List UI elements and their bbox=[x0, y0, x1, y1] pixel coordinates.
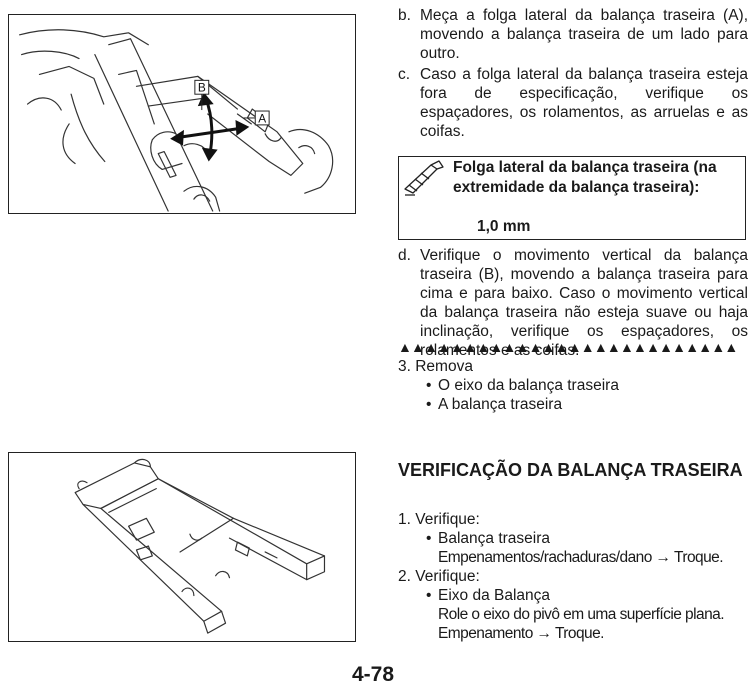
step-d: d.Verifique o movimento vertical da bala… bbox=[398, 247, 748, 359]
spec-box: Folga lateral da balança traseira (na ex… bbox=[398, 156, 746, 240]
swingarm-figure bbox=[8, 452, 356, 642]
steps-top: b.Meça a folga lateral da balança trasei… bbox=[398, 6, 748, 141]
check-2-label: 2. Verifique: bbox=[398, 568, 480, 585]
section-title: VERIFICAÇÃO DA BALANÇA TRASEIRA bbox=[398, 460, 743, 480]
check-1-item: Balança traseira bbox=[398, 529, 748, 548]
swingarm-illustration bbox=[74, 458, 326, 634]
swingarm-play-figure: B A bbox=[8, 14, 356, 214]
caliper-gauge-icon bbox=[404, 160, 444, 196]
remove-item: O eixo da balança traseira bbox=[398, 376, 748, 395]
swingarm-play-illustration: B A bbox=[19, 29, 334, 212]
check-2-detail: Empenamento → Troque. bbox=[438, 625, 604, 642]
end-marker: ▲▲▲▲▲▲▲▲▲▲▲▲▲▲▲▲▲▲▲▲▲▲▲▲▲▲ bbox=[398, 339, 738, 355]
callout-b: B bbox=[198, 81, 206, 95]
remove-list: 3. Remova O eixo da balança traseira A b… bbox=[398, 357, 748, 414]
check-1-detail: Empenamentos/rachaduras/dano → Troque. bbox=[438, 549, 724, 566]
check-2-detail: Role o eixo do pivô em uma superfície pl… bbox=[438, 606, 725, 623]
step-c: c.Caso a folga lateral da balança trasei… bbox=[398, 66, 748, 140]
page-number: 4-78 bbox=[352, 663, 395, 686]
check-1-label: 1. Verifique: bbox=[398, 511, 480, 528]
spec-value: 1,0 mm bbox=[477, 218, 531, 235]
callout-a: A bbox=[258, 111, 266, 125]
step-d-block: d.Verifique o movimento vertical da bala… bbox=[398, 246, 748, 360]
step-b: b.Meça a folga lateral da balança trasei… bbox=[398, 7, 748, 62]
spec-label: Folga lateral da balança traseira (na ex… bbox=[453, 159, 717, 196]
check-2-item: Eixo da Balança bbox=[398, 586, 748, 605]
remove-label: 3. Remova bbox=[398, 358, 473, 375]
check-list: 1. Verifique: Balança traseira Empenamen… bbox=[398, 510, 748, 643]
remove-item: A balança traseira bbox=[398, 395, 748, 414]
